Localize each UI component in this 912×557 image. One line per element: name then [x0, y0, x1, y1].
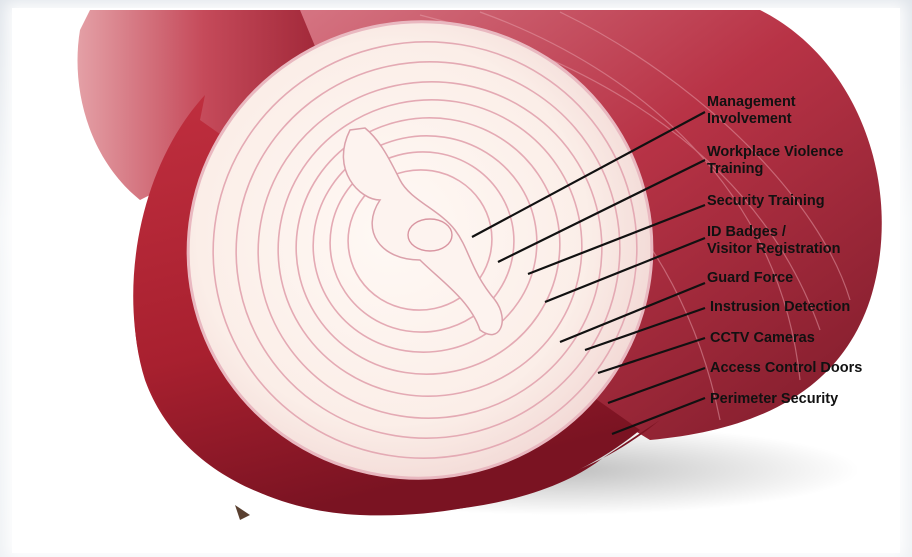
- label-access-control: Access Control Doors: [710, 360, 862, 377]
- label-workplace-violence-line1: Workplace Violence: [707, 144, 843, 161]
- label-security-training: Security Training: [707, 193, 825, 210]
- label-management-line1: Management: [707, 94, 796, 111]
- label-workplace-violence: Workplace Violence Training: [707, 144, 843, 178]
- label-management-line2: Involvement: [707, 111, 796, 128]
- label-intrusion-detection: Instrusion Detection: [710, 299, 850, 316]
- label-perimeter: Perimeter Security: [710, 391, 838, 408]
- label-intrusion-detection-line1: Instrusion Detection: [710, 299, 850, 316]
- label-id-badges: ID Badges / Visitor Registration: [707, 224, 840, 258]
- label-perimeter-line1: Perimeter Security: [710, 391, 838, 408]
- label-guard-force-line1: Guard Force: [707, 270, 793, 287]
- label-id-badges-line1: ID Badges /: [707, 224, 840, 241]
- label-management: Management Involvement: [707, 94, 796, 128]
- label-cctv-line1: CCTV Cameras: [710, 330, 815, 347]
- label-security-training-line1: Security Training: [707, 193, 825, 210]
- onion-root: [235, 505, 250, 520]
- label-guard-force: Guard Force: [707, 270, 793, 287]
- label-access-control-line1: Access Control Doors: [710, 360, 862, 377]
- label-id-badges-line2: Visitor Registration: [707, 241, 840, 258]
- label-cctv: CCTV Cameras: [710, 330, 815, 347]
- label-workplace-violence-line2: Training: [707, 161, 843, 178]
